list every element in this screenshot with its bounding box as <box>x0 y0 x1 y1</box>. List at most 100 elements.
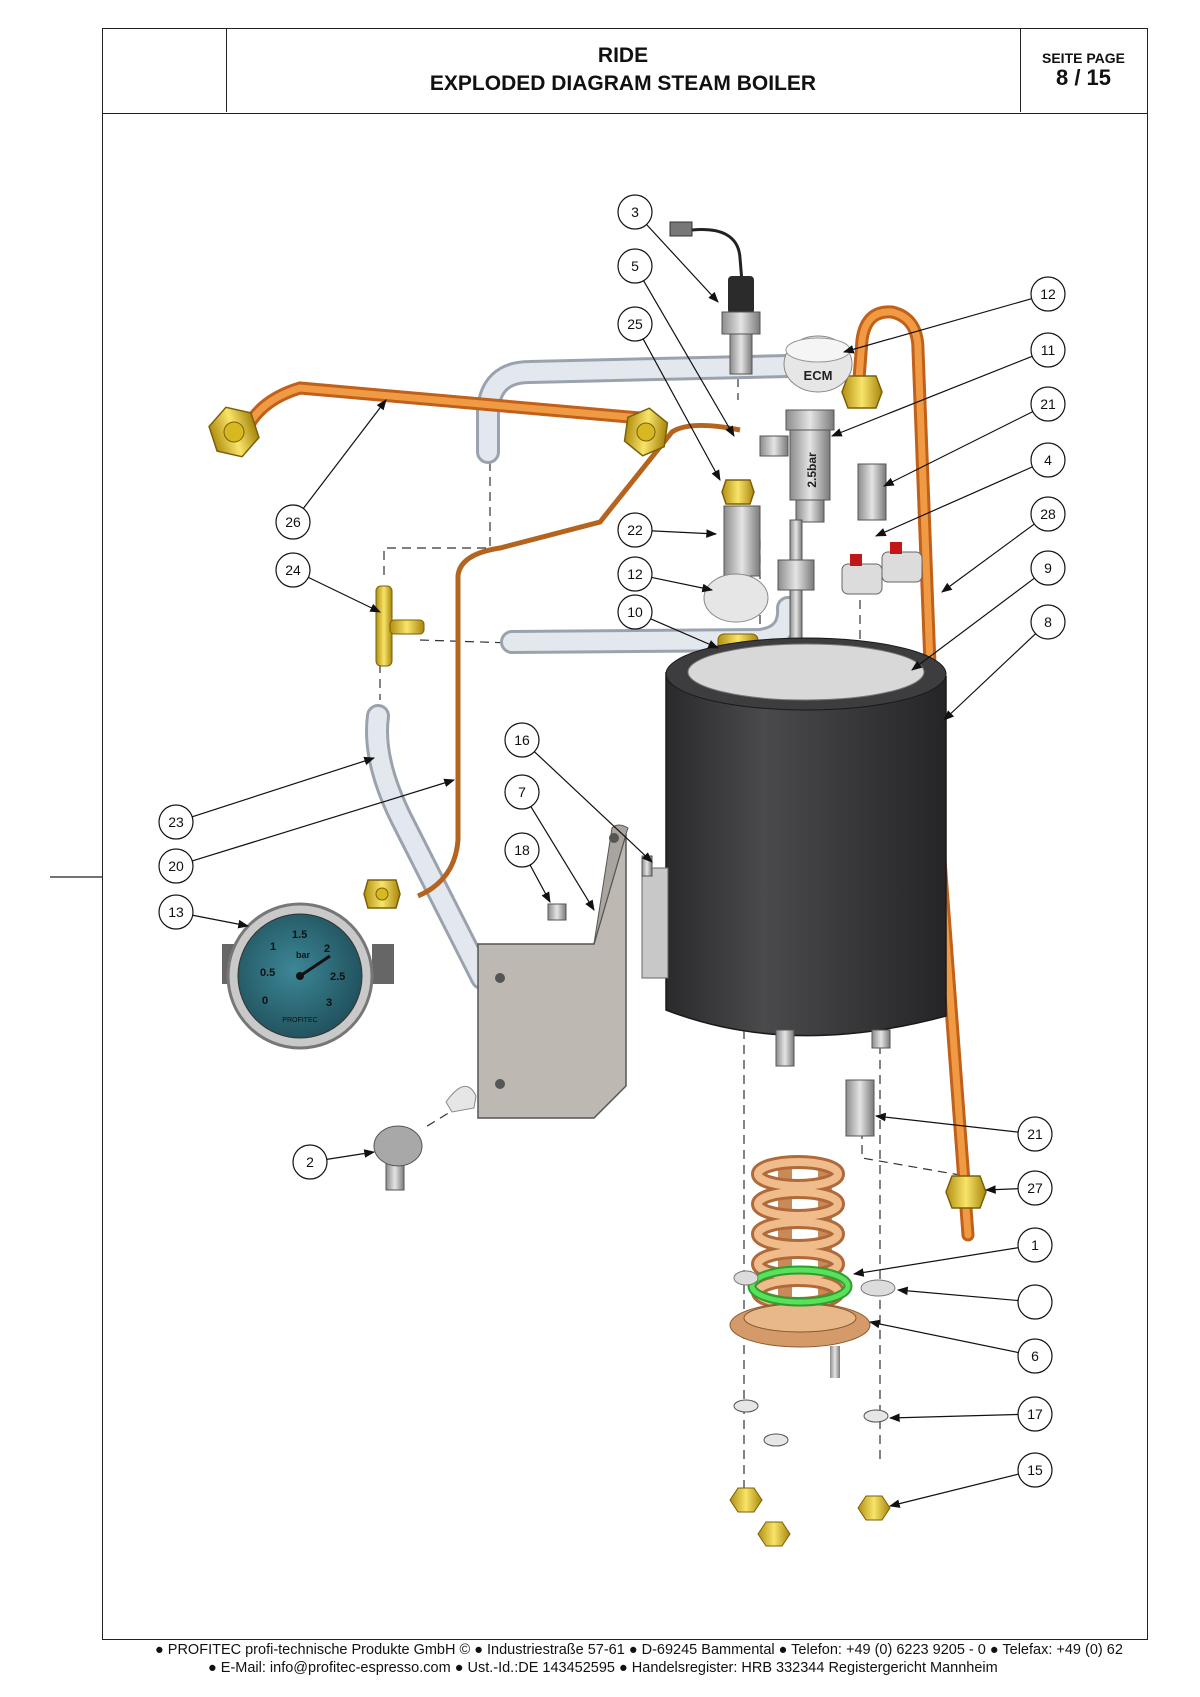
ecm-logo: ECM <box>804 368 833 383</box>
callout-leader-line <box>852 1247 1019 1277</box>
callout-leader-line <box>830 355 1033 437</box>
page-number: 8 / 15 <box>1055 65 1112 90</box>
gauge-brand: PROFITEC <box>282 1017 317 1024</box>
gauge-tick-2: 2 <box>324 943 330 955</box>
callout-circle <box>1017 1338 1053 1374</box>
ecm-valve-lower <box>703 573 769 623</box>
callout-number: 8 <box>1044 614 1052 630</box>
callout-number: 15 <box>1027 1462 1043 1478</box>
steam-pipe <box>239 381 647 437</box>
callout-circle <box>617 194 653 230</box>
callout-circle <box>617 556 653 592</box>
callout-leader-line <box>984 1185 1019 1194</box>
callout-leader-line <box>646 224 719 303</box>
callout-leader-line <box>529 864 551 903</box>
callout-circle <box>1030 604 1066 640</box>
callout-number: 18 <box>514 842 530 858</box>
t-piece <box>375 585 425 667</box>
ecm-valve-upper: ECM <box>783 335 853 393</box>
bracket-nut <box>547 903 567 921</box>
callout-number: 21 <box>1027 1126 1043 1142</box>
callout-circle <box>1030 332 1066 368</box>
callout-number: 22 <box>627 522 643 538</box>
gauge-tick-2-5: 2.5 <box>330 971 345 983</box>
level-probe <box>669 221 761 375</box>
callout-number: 17 <box>1027 1406 1043 1422</box>
capillary-pipe <box>416 422 741 899</box>
callout-circle <box>1017 1170 1053 1206</box>
callout-leader-line <box>874 1112 1019 1133</box>
gauge-tick-3: 3 <box>326 997 332 1009</box>
callout-leader-line <box>888 1473 1019 1508</box>
callout-circle <box>158 848 194 884</box>
mounting-bracket <box>477 824 629 1119</box>
callout-leader-line <box>943 633 1037 721</box>
callout-circle <box>617 512 653 548</box>
callout-leader-line <box>308 576 381 613</box>
callout-circle <box>275 504 311 540</box>
callout-circle <box>1017 1396 1053 1432</box>
callout-leader-line <box>868 1319 1019 1354</box>
gauge-tick-1: 1 <box>270 941 276 953</box>
callout-circle <box>292 1144 328 1180</box>
callout-number: 12 <box>1040 286 1056 302</box>
callout-number: 6 <box>1031 1348 1039 1364</box>
gauge-unit: bar <box>296 950 311 960</box>
callout-number: 12 <box>627 566 643 582</box>
callout-number: 24 <box>285 562 301 578</box>
callout-number: 10 <box>627 604 643 620</box>
safety-valve: 2.5bar <box>759 409 835 523</box>
callout-leader-line <box>875 466 1033 537</box>
page-label: SEITE PAGE <box>1042 50 1125 66</box>
callout-number: 25 <box>627 316 643 332</box>
callout-circle <box>158 894 194 930</box>
drawing-subtitle: EXPLODED DIAGRAM STEAM BOILER <box>429 72 817 95</box>
callout-leader-line <box>842 298 1032 354</box>
callout-number: 26 <box>285 514 301 530</box>
vacuum-valve <box>373 1086 477 1191</box>
callout-leader-line <box>650 618 719 649</box>
hose-fitting <box>723 505 761 577</box>
heating-element <box>729 1155 871 1378</box>
model-name: RIDE <box>597 44 649 67</box>
callout-number: 27 <box>1027 1180 1043 1196</box>
callout-circle <box>504 774 540 810</box>
callout-circle <box>275 552 311 588</box>
nipple-lower <box>845 1079 875 1137</box>
callout-number: 1 <box>1031 1237 1039 1253</box>
callout-leader-line <box>911 577 1035 671</box>
page-indicator: SEITE PAGE 8 / 15 <box>1020 28 1146 112</box>
gauge-tick-0-5: 0.5 <box>260 967 275 979</box>
callout-circle <box>504 722 540 758</box>
nipple-upper <box>857 463 887 521</box>
callout-number: 7 <box>518 784 526 800</box>
callout-number: 11 <box>1041 342 1056 358</box>
callout-leader-line <box>191 756 376 818</box>
callout-circle <box>617 594 653 630</box>
callout-leader-line <box>533 751 653 863</box>
callout-circle <box>1030 386 1066 422</box>
gauge-tick-0: 0 <box>262 995 268 1007</box>
bracket-screw <box>641 855 653 877</box>
callout-number: 23 <box>168 814 184 830</box>
callout-number: 16 <box>514 732 530 748</box>
callout-leader-line <box>302 399 387 509</box>
callout-leader-line <box>192 914 250 929</box>
callout-number: 21 <box>1040 396 1056 412</box>
callout-leader-line <box>642 338 721 481</box>
callout-circle <box>1030 550 1066 586</box>
gauge-tick-1-5: 1.5 <box>292 929 307 941</box>
title-block: RIDE EXPLODED DIAGRAM STEAM BOILER SEITE… <box>102 28 1148 114</box>
callout-leader-line <box>883 411 1034 487</box>
footer-address-line: ● PROFITEC profi-technische Produkte Gmb… <box>155 1642 1123 1658</box>
callout-leader-line <box>651 529 718 538</box>
drawing-title: RIDE EXPLODED DIAGRAM STEAM BOILER <box>226 28 1020 112</box>
title-block-logo-cell <box>102 28 227 112</box>
drawing-frame <box>102 28 1148 1640</box>
callout-circle <box>1017 1284 1053 1320</box>
callout-number: 3 <box>631 204 639 220</box>
callout-leader-line <box>192 778 456 862</box>
callout-circle <box>1017 1116 1053 1152</box>
